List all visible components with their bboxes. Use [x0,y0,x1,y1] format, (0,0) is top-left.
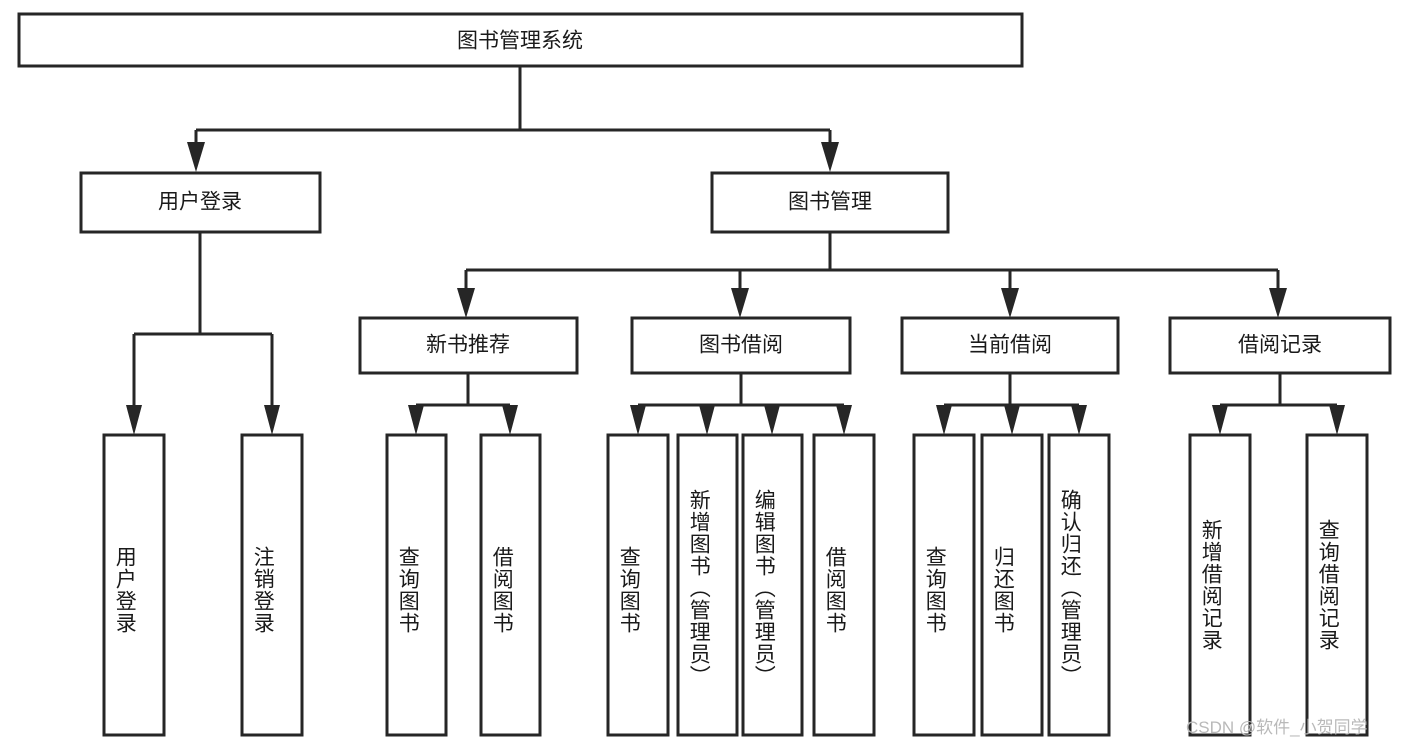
leaf-box-user-login-1[interactable] [102,433,166,737]
arrow-head-borrow-2 [699,405,715,435]
node-book-management-label: 图书管理 [788,191,872,214]
arrow-head-level3-1 [457,288,475,318]
leaf-box-record-1[interactable] [1188,433,1252,737]
arrow-head-borrow-3 [764,405,780,435]
arrow-head-current-3 [1071,405,1087,435]
arrow-head-borrow-1 [630,405,646,435]
arrow-head-level3-2 [731,288,749,318]
node-root-box [17,12,1024,68]
node-book-borrow-label: 图书借阅 [699,334,783,357]
arrow-head-record-1 [1212,405,1228,435]
node-book-borrow[interactable]: 图书借阅 [630,316,852,375]
arrow-head-level3-3 [1001,288,1019,318]
arrow-head-current-2 [1004,405,1020,435]
node-current-borrow-box [900,316,1120,375]
arrow-head-current-1 [936,405,952,435]
leaf-box-current-2[interactable] [980,433,1044,737]
node-new-book-recommend-label: 新书推荐 [426,334,510,357]
node-borrow-record-label: 借阅记录 [1238,334,1322,357]
leaf-box-recommend-2[interactable] [479,433,542,737]
arrow-head-level2-2 [821,142,839,172]
leaf-box-recommend-1[interactable] [385,433,448,737]
arrow-head-record-2 [1329,405,1345,435]
node-borrow-record[interactable]: 借阅记录 [1168,316,1392,375]
node-current-borrow-label: 当前借阅 [968,334,1052,357]
node-new-book-recommend-box [358,316,579,375]
leaf-box-current-1[interactable] [912,433,976,737]
leaf-box-current-3[interactable] [1047,433,1111,737]
node-book-management-box [710,171,950,234]
node-user-login[interactable]: 用户登录 [79,171,322,234]
leaf-box-record-2[interactable] [1305,433,1369,737]
arrow-head-borrow-4 [836,405,852,435]
arrow-head-recommend-2 [502,405,518,435]
node-root[interactable]: 图书管理系统 [17,12,1024,68]
node-root-label: 图书管理系统 [457,30,583,53]
arrow-head-user-login-1 [126,405,142,435]
leaf-box-borrow-3[interactable] [741,433,804,737]
leaf-box-user-login-2[interactable] [240,433,304,737]
arrow-head-level3-4 [1269,288,1287,318]
node-borrow-record-box [1168,316,1392,375]
node-user-login-label: 用户登录 [158,191,242,214]
arrow-head-level2-1 [187,142,205,172]
node-current-borrow[interactable]: 当前借阅 [900,316,1120,375]
node-book-borrow-box [630,316,852,375]
node-book-management[interactable]: 图书管理 [710,171,950,234]
arrow-head-recommend-1 [408,405,424,435]
leaf-box-borrow-4[interactable] [812,433,876,737]
leaf-box-borrow-1[interactable] [606,433,670,737]
node-new-book-recommend[interactable]: 新书推荐 [358,316,579,375]
arrow-head-user-login-2 [264,405,280,435]
leaf-box-borrow-2[interactable] [676,433,739,737]
